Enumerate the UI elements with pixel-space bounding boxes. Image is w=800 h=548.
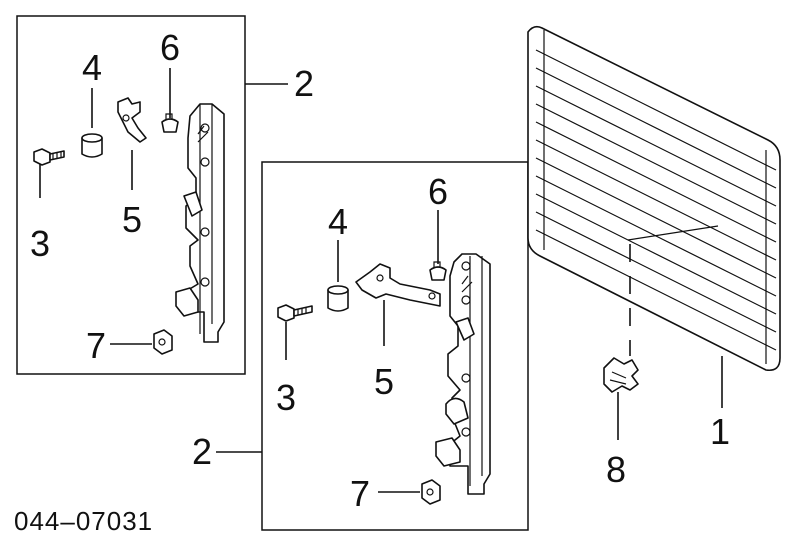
callout-3-lower: 3 <box>276 377 296 418</box>
bushing-part-4 <box>81 133 103 158</box>
callout-6-upper: 6 <box>160 27 180 68</box>
callout-5-upper: 5 <box>122 199 142 240</box>
nut-part-7 <box>421 479 441 505</box>
callout-1: 1 <box>710 411 730 452</box>
condenser-core-part-1 <box>527 25 781 372</box>
callout-2-lower: 2 <box>192 431 212 472</box>
bolt-part-3 <box>277 304 313 322</box>
callout-6-lower: 6 <box>428 171 448 212</box>
detail-frame-lower: 3 4 5 6 7 2 <box>192 161 529 531</box>
bracket-part-5 <box>117 97 147 143</box>
clip-part-8 <box>603 357 639 393</box>
clip-part-6 <box>161 113 179 133</box>
detail-frame-upper: 3 4 5 6 7 2 <box>16 15 314 375</box>
callout-7-upper: 7 <box>86 325 106 366</box>
callout-5-lower: 5 <box>374 361 394 402</box>
bushing-part-4 <box>327 285 349 312</box>
bolt-part-3 <box>33 148 65 166</box>
side-rail-upper <box>175 103 225 343</box>
clip-part-6 <box>429 261 447 281</box>
callout-7-lower: 7 <box>350 473 370 514</box>
side-rail-lower <box>435 253 491 495</box>
bracket-part-5 <box>355 263 441 307</box>
nut-part-7 <box>153 329 173 355</box>
diagram-code: 044–07031 <box>14 506 153 536</box>
callout-3-upper: 3 <box>30 223 50 264</box>
callout-2-upper: 2 <box>294 63 314 104</box>
callout-8: 8 <box>606 449 626 490</box>
callout-4-upper: 4 <box>82 47 102 88</box>
callout-4-lower: 4 <box>328 201 348 242</box>
